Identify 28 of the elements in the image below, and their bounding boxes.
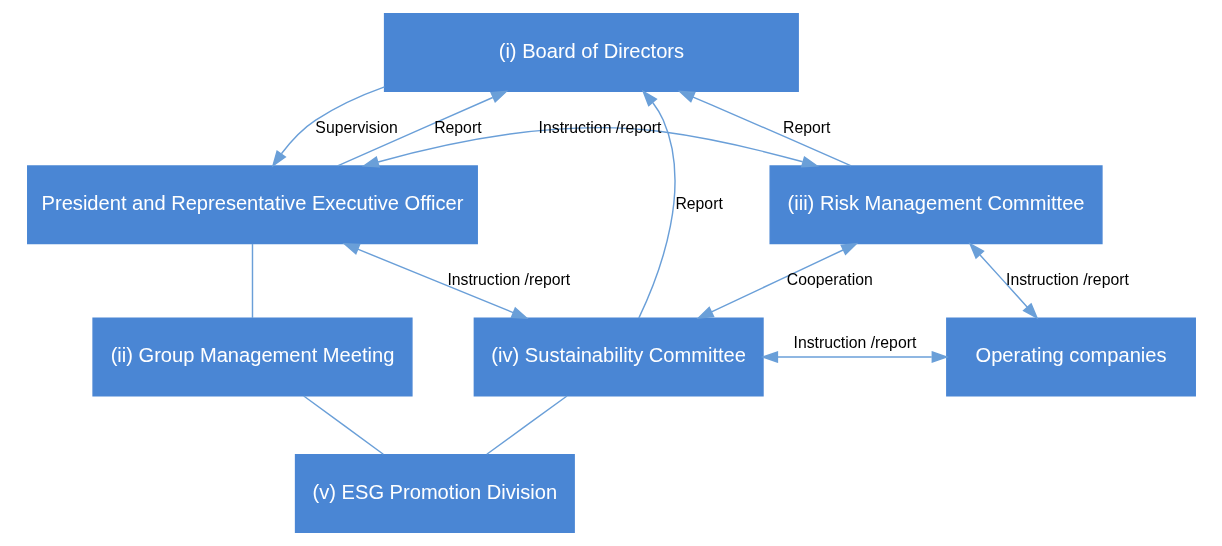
node-box: Operating companies [945, 317, 1196, 397]
node-box: (ii) Group Management Meeting [91, 317, 413, 397]
edge-label: Instruction /report [446, 270, 570, 288]
arrow [271, 86, 385, 168]
arrow [677, 90, 852, 167]
node-box: (v) ESG Promotion Division [294, 453, 575, 533]
edge-label: Supervision [314, 118, 398, 136]
connector [302, 395, 384, 455]
edge-label: Instruction /report [538, 118, 661, 136]
edge-label: Report [433, 118, 482, 136]
node-box: President and Representative Executive Officer [26, 165, 478, 245]
arrow [695, 242, 858, 319]
edge-label: Report [782, 118, 830, 136]
arrow [637, 89, 675, 319]
node-box: (iv) Sustainability Committee [473, 317, 764, 397]
connector [485, 395, 568, 455]
edge-label: Instruction /report [793, 334, 916, 352]
connector [251, 243, 253, 319]
arrow [968, 242, 1038, 320]
node-box: (i) Board of Directors [383, 13, 799, 93]
edge-label: Instruction /report [1005, 270, 1129, 288]
arrow [336, 90, 508, 167]
arrow [760, 350, 949, 364]
node-box: (iii) Risk Management Committee [768, 165, 1103, 245]
arrow [361, 127, 819, 168]
edge-label: Cooperation [786, 270, 873, 288]
arrow [341, 242, 529, 319]
edge-label: Report [674, 194, 723, 212]
